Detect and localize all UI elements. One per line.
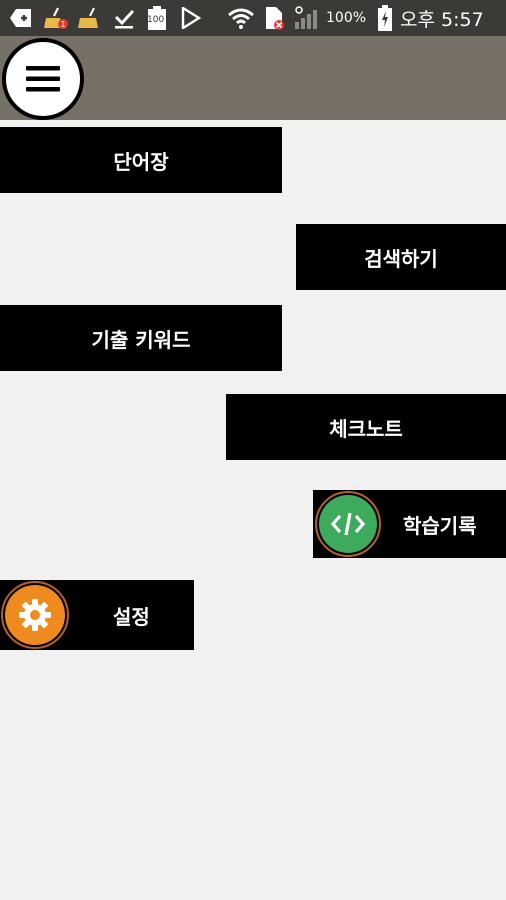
play-store-icon	[180, 6, 202, 30]
wifi-icon	[226, 6, 256, 30]
download-done-icon	[112, 6, 136, 30]
menu-item-label: 검색하기	[364, 246, 438, 271]
menu-item-label: 설정	[113, 604, 150, 629]
cleaner-icon	[76, 6, 102, 30]
status-bar: 1 100 100% 오후 5:57	[0, 0, 506, 36]
app-bar	[0, 36, 506, 120]
signal-icon	[292, 6, 322, 30]
battery-level-text: 100	[147, 15, 165, 25]
gear-icon	[5, 585, 65, 645]
code-icon	[319, 495, 377, 553]
menu-item-check-note[interactable]: 체크노트	[226, 394, 506, 460]
menu-item-label: 학습기록	[403, 513, 477, 538]
menu-item-vocabulary[interactable]: 단어장	[0, 127, 282, 193]
svg-text:1: 1	[60, 20, 65, 29]
menu-item-label: 기출 키워드	[91, 327, 191, 352]
menu-item-study-history[interactable]: 학습기록	[313, 490, 506, 558]
menu-item-label: 체크노트	[329, 416, 403, 441]
menu-button[interactable]	[2, 38, 84, 120]
battery-percent-text: 100%	[326, 10, 367, 26]
hamburger-menu-icon	[26, 66, 60, 92]
study-history-icon-ring	[315, 491, 381, 557]
menu-item-settings[interactable]: 설정	[0, 580, 194, 650]
cleaner-icon: 1	[42, 6, 70, 30]
settings-icon-ring	[1, 581, 69, 649]
menu-item-label: 단어장	[113, 149, 169, 174]
menu-item-exam-keywords[interactable]: 기출 키워드	[0, 305, 282, 371]
menu-item-search[interactable]: 검색하기	[296, 224, 506, 290]
add-notification-icon	[8, 6, 34, 30]
charging-battery-icon	[374, 5, 396, 31]
clock: 오후 5:57	[400, 8, 484, 31]
sim-error-icon	[262, 6, 286, 30]
battery-icon	[144, 6, 170, 30]
